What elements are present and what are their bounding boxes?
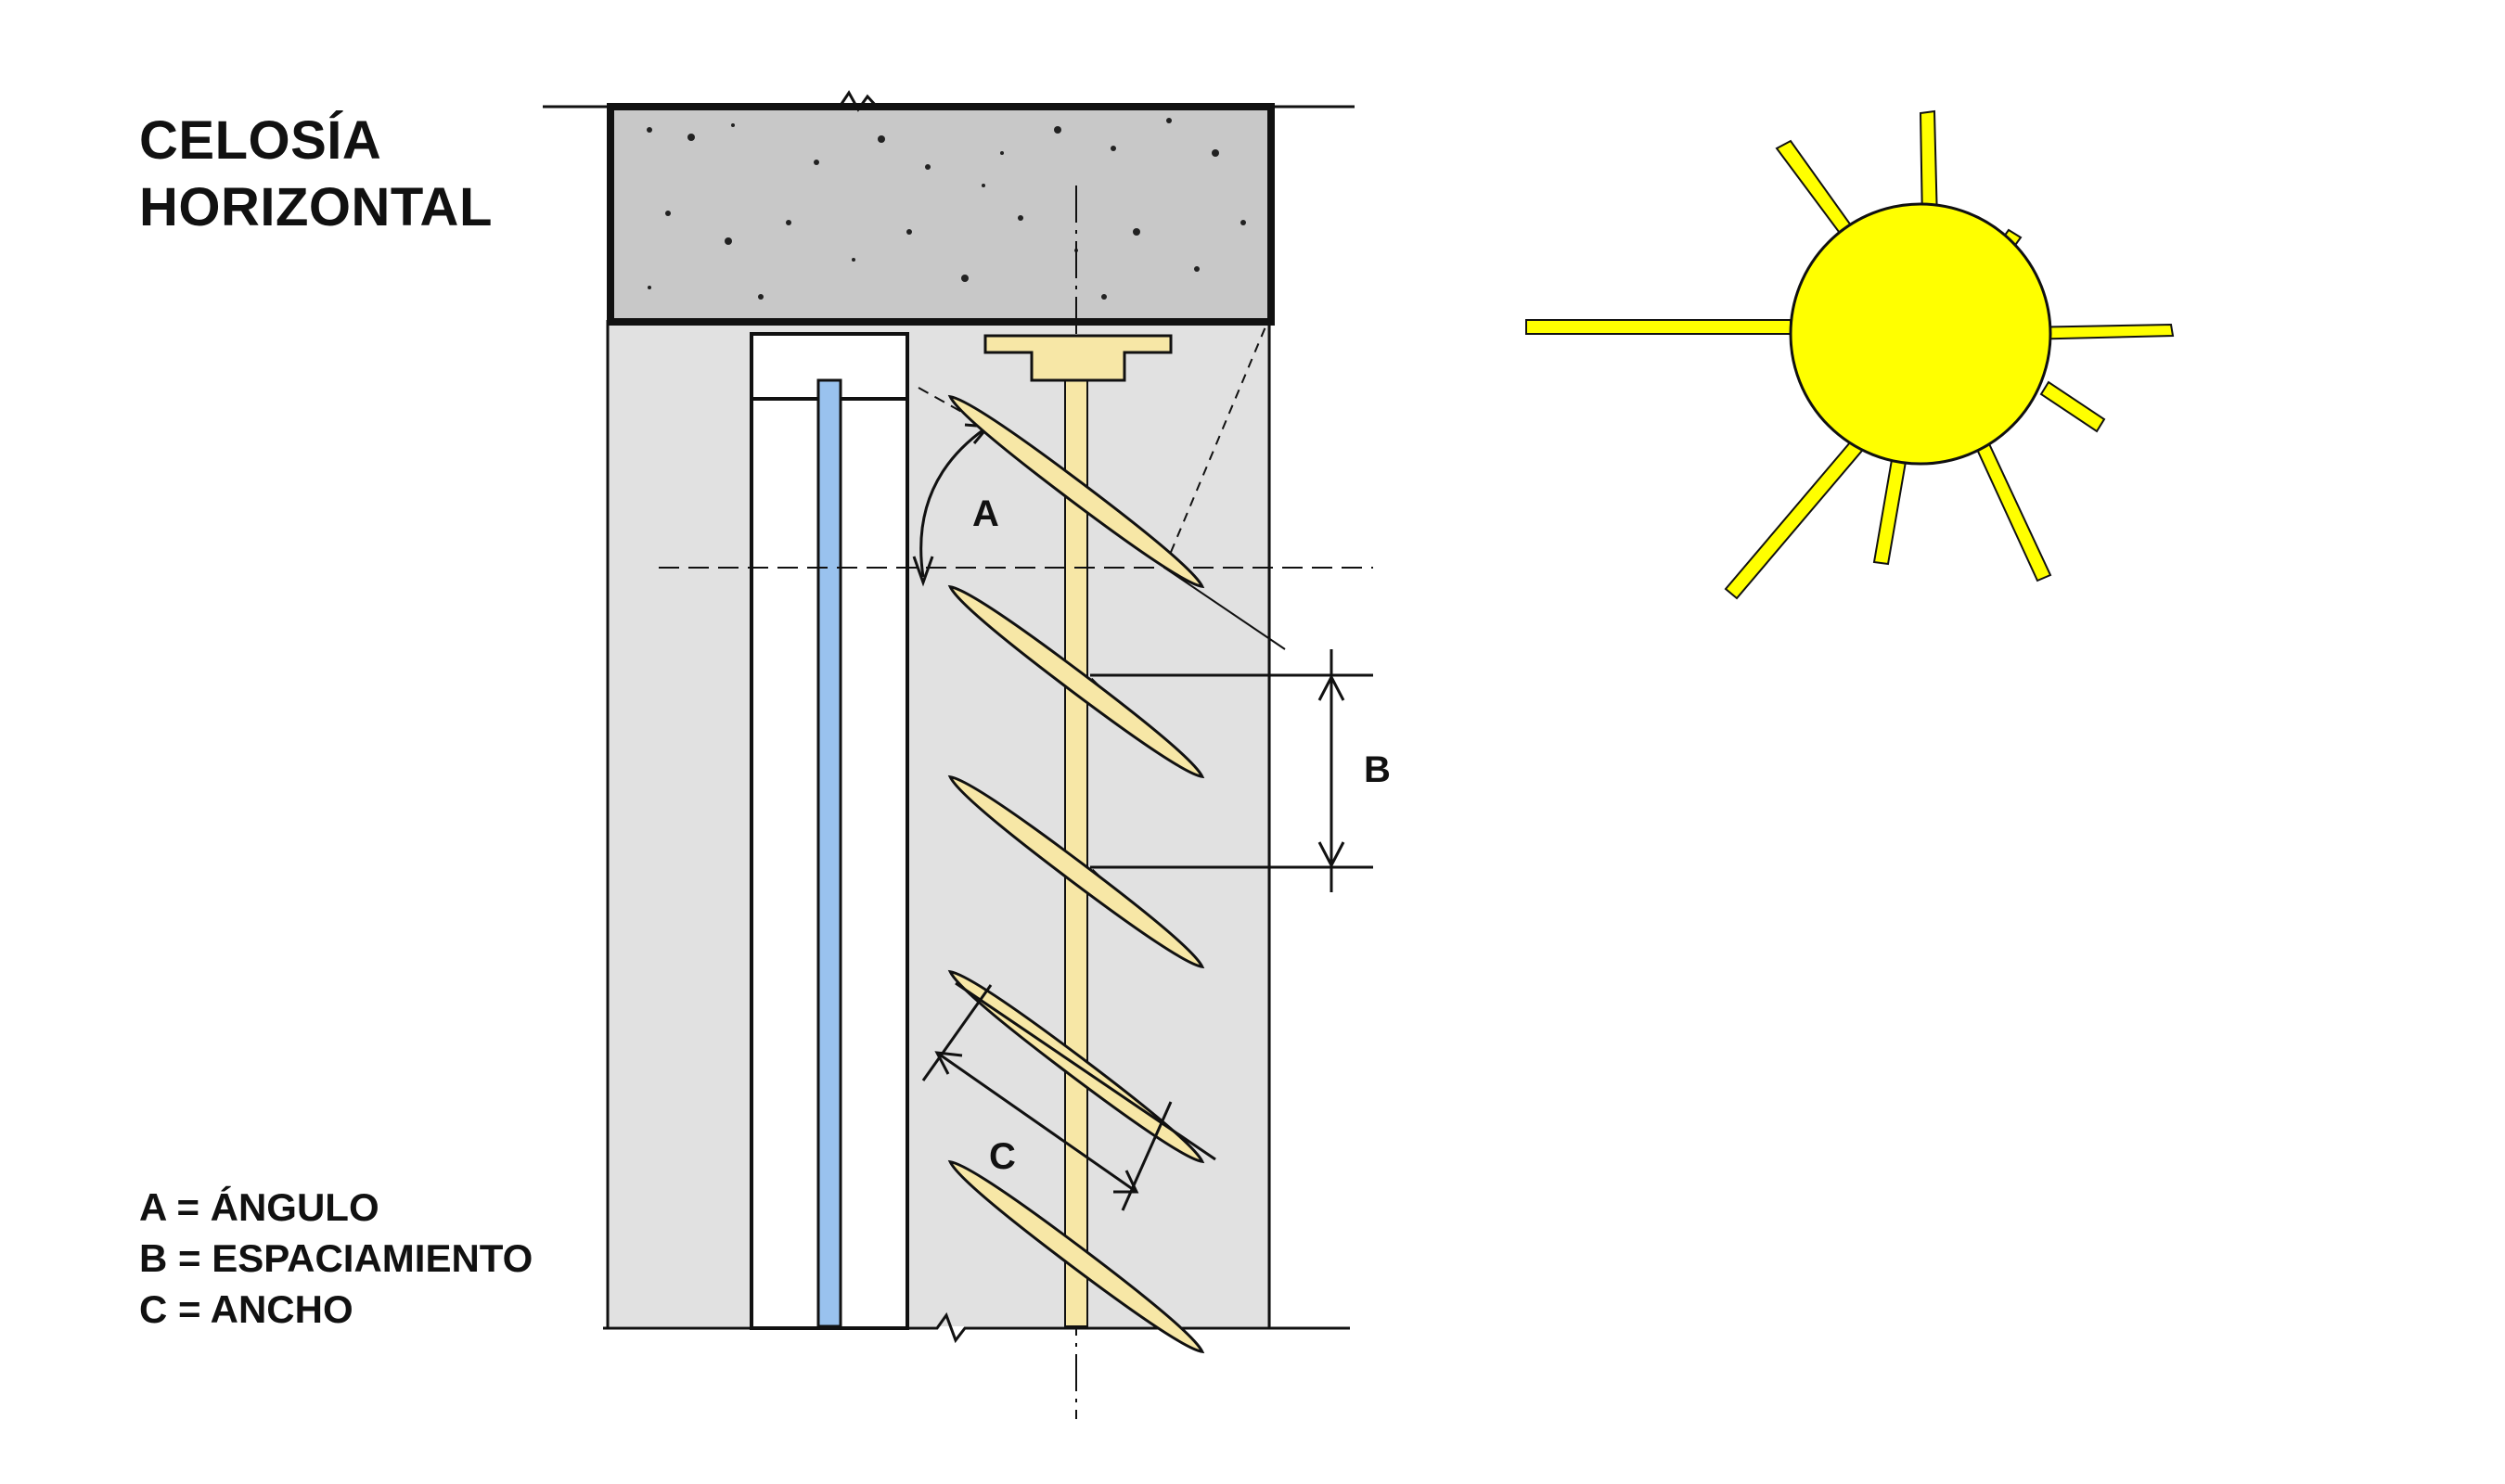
angle-arc (919, 427, 986, 578)
support-rod (1064, 370, 1088, 1327)
louver-slat (947, 1159, 1205, 1354)
louver-slat (947, 584, 1205, 779)
wall-section (608, 315, 1271, 1326)
break-line-bottom (603, 1311, 1350, 1344)
title-line-2: HORIZONTAL (139, 177, 493, 237)
sun-icon (1525, 109, 2175, 600)
width-dimension (921, 981, 1216, 1211)
label-spacing: B (1364, 749, 1391, 790)
label-angle: A (972, 493, 999, 534)
break-line-top (543, 90, 1355, 112)
slat-axis-line (1163, 567, 1286, 650)
legend-width: C = ANCHO (139, 1287, 353, 1331)
mounting-bracket (983, 334, 1173, 382)
title-line-1: CELOSÍA (139, 110, 382, 171)
window-head (750, 332, 909, 401)
spacing-dimension (1090, 649, 1373, 892)
louver-slat (947, 394, 1205, 589)
legend-spacing: B = ESPACIAMIENTO (139, 1236, 533, 1280)
glass-pane (816, 378, 842, 1328)
legend-angle: A = ÁNGULO (139, 1185, 379, 1229)
angle-arrow-head (912, 556, 934, 587)
concrete-slab (607, 103, 1275, 326)
label-width: C (989, 1136, 1016, 1177)
louver-slat (947, 774, 1205, 969)
